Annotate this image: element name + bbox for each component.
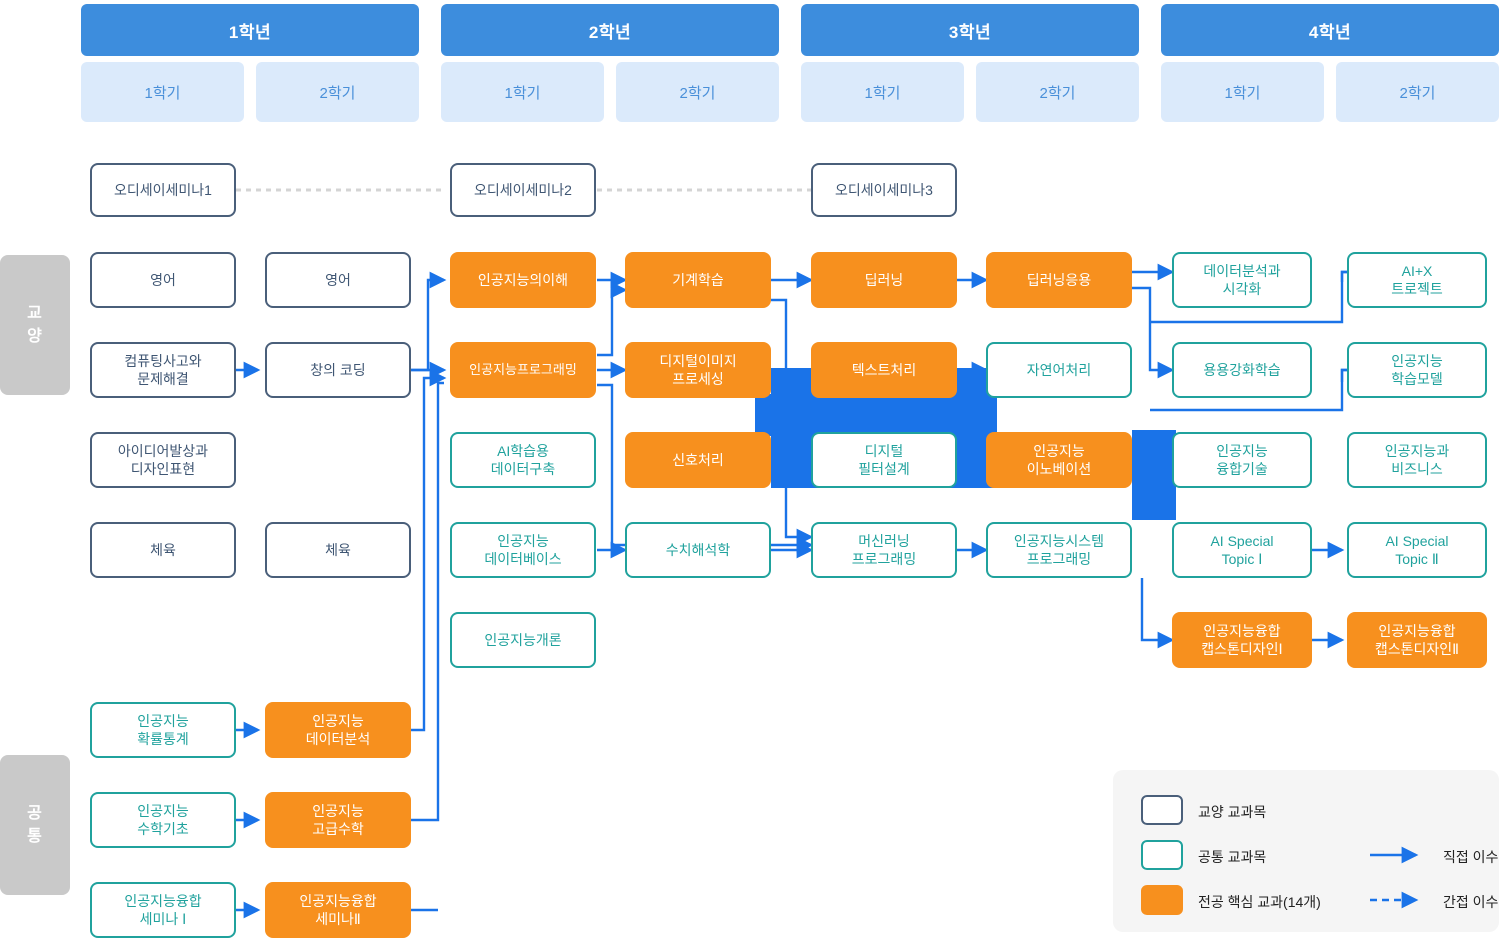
course-ai-special-topic-1[interactable]: AI Special Topic Ⅰ	[1172, 522, 1312, 578]
category-tab-common: 공 통	[0, 755, 70, 895]
year-header-4: 4학년	[1161, 4, 1499, 56]
course-creative-coding[interactable]: 창의 코딩	[265, 342, 411, 398]
course-ai-data-analysis[interactable]: 인공지능 데이터분석	[265, 702, 411, 758]
course-text-processing[interactable]: 텍스트처리	[811, 342, 957, 398]
course-ai-advanced-math[interactable]: 인공지능 고급수학	[265, 792, 411, 848]
legend-label-direct: 직접 이수	[1443, 849, 1499, 865]
term-header-y1s1: 1학기	[81, 62, 244, 122]
legend-dashed-arrow-icon	[1370, 891, 1419, 909]
year-header-1: 1학년	[81, 4, 419, 56]
course-ai-business[interactable]: 인공지능과 비즈니스	[1347, 432, 1487, 488]
category-tab-liberal-char-2: 양	[27, 328, 43, 345]
legend-solid-arrow-icon	[1370, 846, 1419, 864]
legend-label-common: 공통 교과목	[1198, 849, 1267, 865]
course-machine-learning[interactable]: 기계학습	[625, 252, 771, 308]
course-odyssey-seminar-3[interactable]: 오디세이세미나3	[811, 163, 957, 217]
course-ai-plus-x[interactable]: AI+X 트로젝트	[1347, 252, 1487, 308]
course-capstone-design-1[interactable]: 인공지능융합 캡스톤디자인Ⅰ	[1172, 612, 1312, 668]
course-applied-rl[interactable]: 용용강화학습	[1172, 342, 1312, 398]
course-nlp[interactable]: 자연어처리	[986, 342, 1132, 398]
course-numerical-analysis[interactable]: 수치해석학	[625, 522, 771, 578]
category-tab-common-char-2: 통	[27, 828, 43, 845]
course-odyssey-seminar-1[interactable]: 오디세이세미나1	[90, 163, 236, 217]
course-pe1[interactable]: 체육	[90, 522, 236, 578]
course-ai-intro[interactable]: 인공지능개론	[450, 612, 596, 668]
course-computational-thinking[interactable]: 컴퓨팅사고와 문제해결	[90, 342, 236, 398]
course-signal-processing[interactable]: 신호처리	[625, 432, 771, 488]
course-ml-programming[interactable]: 머신러닝 프로그래밍	[811, 522, 957, 578]
legend-label-major: 전공 핵심 교과(14개)	[1198, 894, 1321, 910]
term-header-y1s2: 2학기	[256, 62, 419, 122]
course-eng1[interactable]: 영어	[90, 252, 236, 308]
category-tab-liberal-char-1: 교	[27, 304, 43, 322]
category-tab-liberal: 교 양	[0, 255, 70, 395]
course-ai-special-topic-2[interactable]: AI Special Topic Ⅱ	[1347, 522, 1487, 578]
course-ai-fusion-tech[interactable]: 인공지능 융합기술	[1172, 432, 1312, 488]
course-ai-understanding[interactable]: 인공지능의이해	[450, 252, 596, 308]
course-ai-innovation[interactable]: 인공지능 이노베이션	[986, 432, 1132, 488]
course-ai-probability-statistics[interactable]: 인공지능 확률통계	[90, 702, 236, 758]
course-digital-filter-design[interactable]: 디지털 필터설계	[811, 432, 957, 488]
course-idea-design[interactable]: 아이디어발상과 디자인표현	[90, 432, 236, 488]
legend-swatch-major	[1141, 885, 1183, 915]
course-deep-learning-app[interactable]: 딥러닝응용	[986, 252, 1132, 308]
term-header-y3s1: 1학기	[801, 62, 964, 122]
course-ai-fusion-seminar-2[interactable]: 인공지능융합 세미나Ⅱ	[265, 882, 411, 938]
category-tab-common-char-1: 공	[27, 804, 43, 822]
term-header-y4s1: 1학기	[1161, 62, 1324, 122]
course-ai-learning-model[interactable]: 인공지능 학습모델	[1347, 342, 1487, 398]
course-ai-fusion-seminar-1[interactable]: 인공지능융합 세미나 Ⅰ	[90, 882, 236, 938]
course-eng2[interactable]: 영어	[265, 252, 411, 308]
legend-swatch-common	[1141, 840, 1183, 870]
course-odyssey-seminar-2[interactable]: 오디세이세미나2	[450, 163, 596, 217]
legend-label-indirect: 간접 이수	[1443, 894, 1499, 910]
course-pe2[interactable]: 체육	[265, 522, 411, 578]
year-header-3: 3학년	[801, 4, 1139, 56]
course-data-analysis-viz[interactable]: 데이터분석과 시각화	[1172, 252, 1312, 308]
course-digital-image-processing[interactable]: 디지털이미지 프로세싱	[625, 342, 771, 398]
legend-panel: 교양 교과목 공통 교과목 전공 핵심 교과(14개) 직접 이수	[1113, 770, 1499, 932]
course-ai-system-programming[interactable]: 인공지능시스템 프로그래밍	[986, 522, 1132, 578]
legend-label-general: 교양 교과목	[1198, 804, 1267, 820]
course-capstone-design-2[interactable]: 인공지능융합 캡스톤디자인Ⅱ	[1347, 612, 1487, 668]
term-header-y2s1: 1학기	[441, 62, 604, 122]
course-ai-dataset[interactable]: AI학습용 데이터구축	[450, 432, 596, 488]
year-header-2: 2학년	[441, 4, 779, 56]
course-ai-programming[interactable]: 인공지능프로그래밍	[450, 342, 596, 398]
course-ai-database[interactable]: 인공지능 데이터베이스	[450, 522, 596, 578]
course-ai-math-basics[interactable]: 인공지능 수학기초	[90, 792, 236, 848]
course-deep-learning[interactable]: 딥러닝	[811, 252, 957, 308]
term-header-y2s2: 2학기	[616, 62, 779, 122]
term-header-y4s2: 2학기	[1336, 62, 1499, 122]
legend-swatch-general	[1141, 795, 1183, 825]
term-header-y3s2: 2학기	[976, 62, 1139, 122]
